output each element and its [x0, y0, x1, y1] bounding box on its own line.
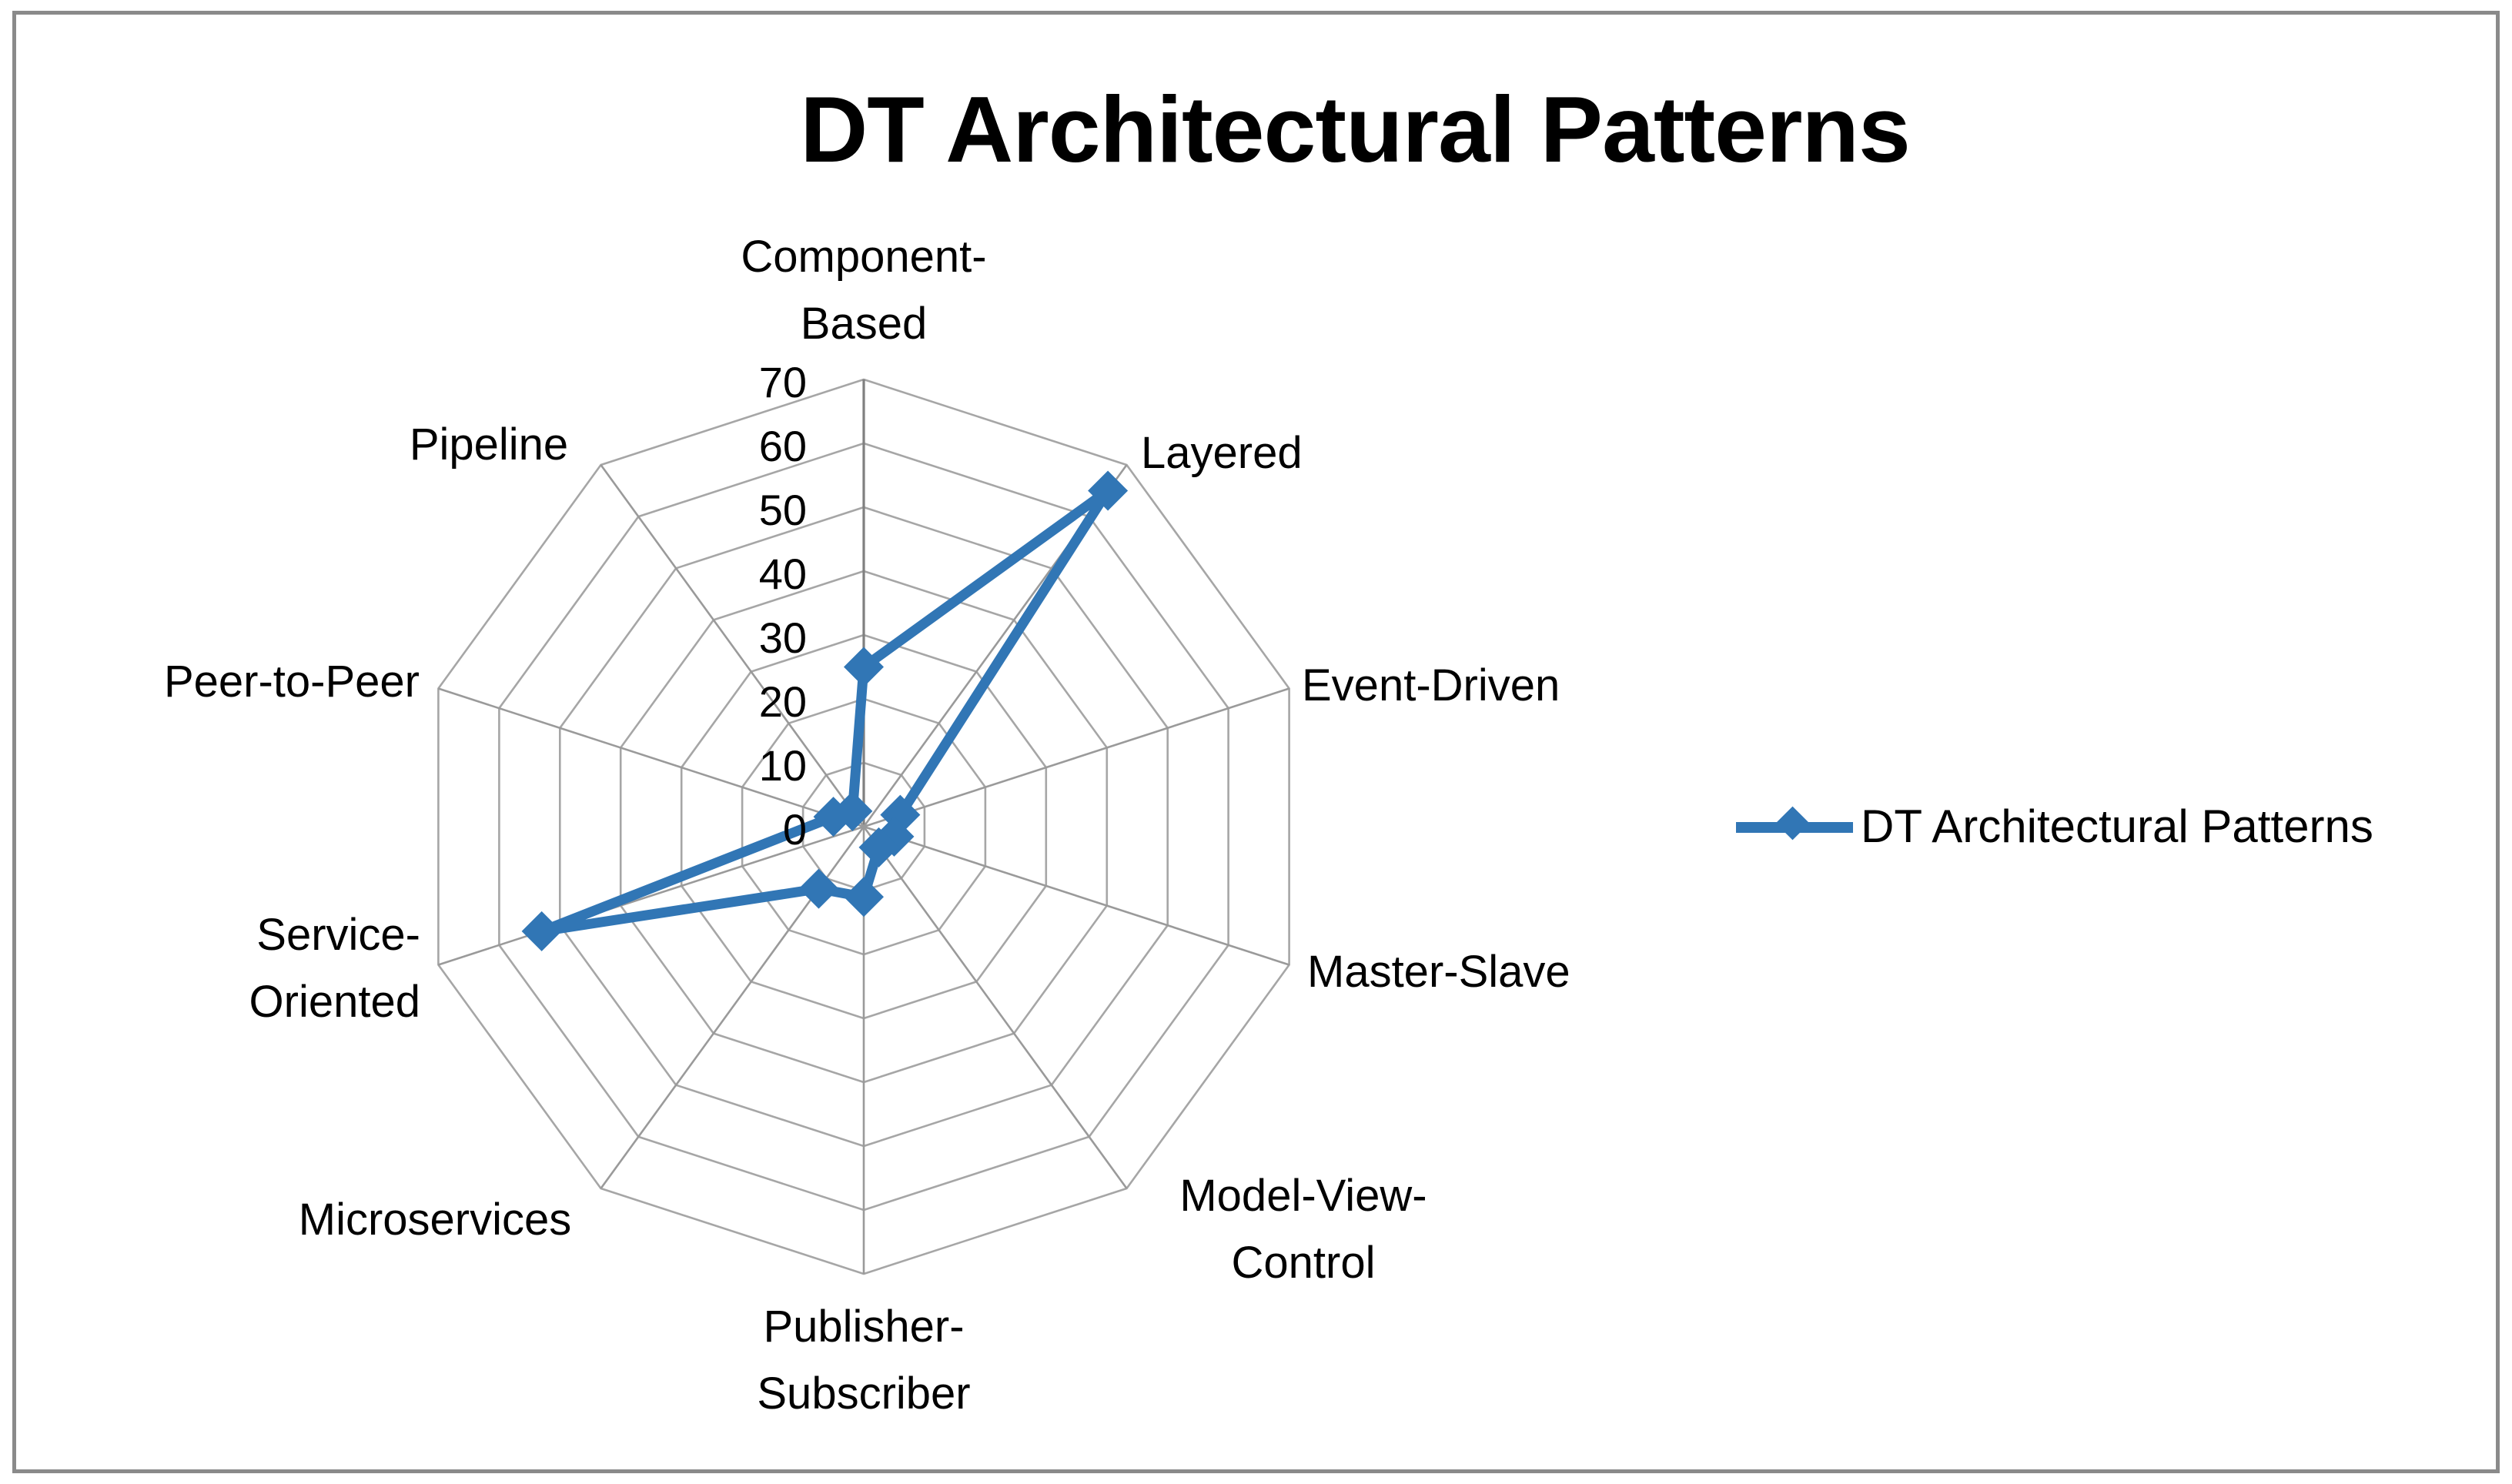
data-point-marker-service-oriented — [521, 911, 562, 951]
data-point-marker-layered — [1088, 470, 1129, 511]
chart-title: DT Architectural Patterns — [800, 77, 1911, 182]
axis-label-microservices: Microservices — [298, 1195, 572, 1245]
data-point-marker-publisher-subscriber — [844, 877, 884, 917]
data-point-marker-microservices — [798, 868, 839, 909]
axis-label-service-oriented: Service-Oriented — [249, 910, 420, 1027]
tick-label-10: 10 — [758, 741, 807, 790]
legend-line-sample — [1736, 806, 1853, 841]
grid-spoke-model-view-control — [862, 826, 1128, 1189]
grid-spoke-service-oriented — [437, 825, 865, 966]
tick-label-30: 30 — [758, 613, 807, 662]
data-point-marker-component-based — [844, 647, 884, 687]
data-point-marker-pipeline — [832, 790, 873, 831]
axis-label-component-based: Component-Based — [741, 232, 987, 349]
tick-label-60: 60 — [758, 422, 807, 470]
axis-label-pipeline: Pipeline — [409, 419, 569, 470]
legend: DT Architectural Patterns — [1736, 800, 2373, 853]
legend-series-label: DT Architectural Patterns — [1861, 800, 2373, 852]
grid-spoke-pipeline — [600, 464, 865, 827]
axis-label-master-slave: Master-Slave — [1307, 947, 1570, 997]
tick-label-40: 40 — [758, 550, 807, 598]
tick-label-50: 50 — [758, 486, 807, 534]
axis-label-model-view-control: Model-View-Control — [1179, 1171, 1427, 1288]
grid-spoke-peer-to-peer — [437, 687, 865, 828]
axis-label-event-driven: Event-Driven — [1302, 660, 1560, 710]
legend-diamond-marker-icon — [1775, 806, 1810, 841]
grid-spoke-master-slave — [863, 825, 1290, 966]
axis-label-publisher-subscriber: Publisher-Subscriber — [757, 1302, 971, 1419]
chart-border — [12, 11, 2500, 1473]
tick-label-20: 20 — [758, 677, 807, 726]
grid-spoke-event-driven — [863, 687, 1290, 828]
tick-label-70: 70 — [758, 358, 807, 406]
axis-label-peer-to-peer: Peer-to-Peer — [163, 657, 420, 707]
axis-label-layered: Layered — [1141, 428, 1303, 478]
data-point-marker-model-view-control — [858, 827, 899, 867]
tick-label-0: 0 — [782, 805, 807, 854]
